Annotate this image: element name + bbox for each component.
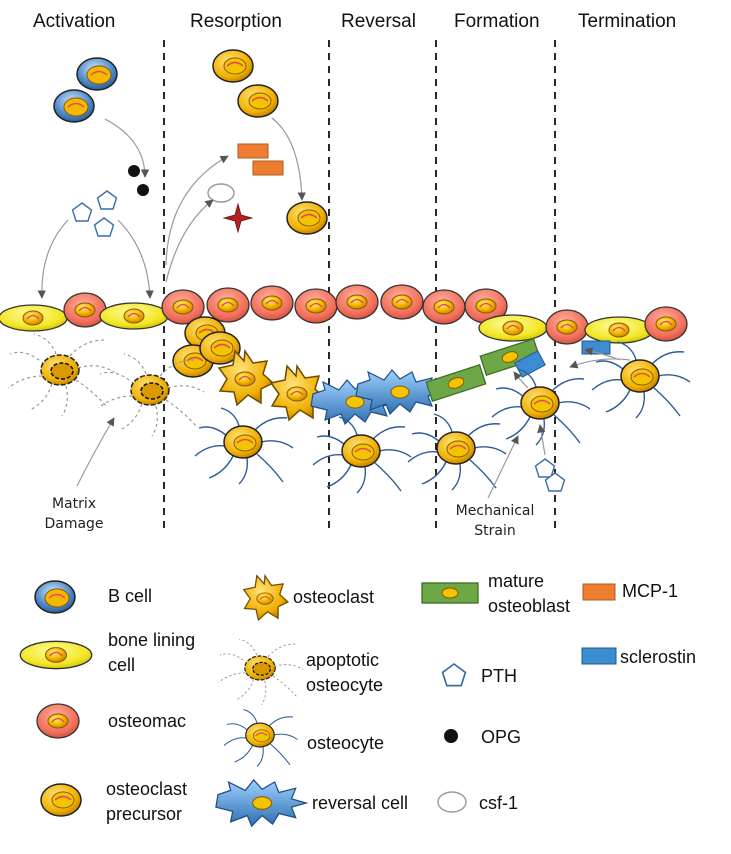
arrow <box>513 371 529 389</box>
arrow <box>117 219 154 299</box>
phase-title-activation: Activation <box>33 11 116 32</box>
legend-line: osteoclast <box>106 779 188 799</box>
opg-icon <box>128 165 140 177</box>
mcp1-icon <box>237 143 269 159</box>
legend-label-csf1: csf-1 <box>479 793 519 813</box>
phase-title-resorption: Resorption <box>190 11 282 32</box>
osteoclast-precursor-icon <box>237 84 279 118</box>
osteocyte-icon <box>312 416 412 494</box>
phase-title-formation: Formation <box>454 11 540 32</box>
pth-icon <box>93 217 115 237</box>
osteocyte-icon <box>194 407 294 485</box>
annotation-line: Damage <box>44 516 104 532</box>
phase-dividers <box>163 40 556 532</box>
osteoclast-precursor-icon <box>212 49 254 83</box>
bone-surface-layer <box>0 285 687 344</box>
arrow <box>165 155 229 266</box>
legend-label-pth: PTH <box>481 666 517 686</box>
star-icon <box>222 202 254 234</box>
apoptotic-osteocyte-icon <box>7 333 115 417</box>
phase-title-reversal: Reversal <box>341 11 416 32</box>
b-cell-icon <box>76 57 118 91</box>
pth-icon <box>71 202 93 222</box>
legend-label-osteoclast: osteoclast <box>293 587 375 607</box>
legend-label-apoptotic-osteocyte: apoptotic osteocyte <box>306 648 383 698</box>
annotation-matrix-damage: Matrix Damage <box>34 494 114 534</box>
legend-label-b-cell: B cell <box>108 586 153 606</box>
annotation-mechanical-strain: Mechanical Strain <box>440 501 550 541</box>
legend-line: mature <box>488 571 545 591</box>
pth-icon <box>534 458 556 478</box>
annotation-line: Strain <box>474 523 516 539</box>
b-cell-icon <box>53 89 95 123</box>
legend-line: osteocyte <box>306 675 384 695</box>
pth-icon <box>96 190 118 210</box>
arrow <box>37 219 69 299</box>
legend-label-osteoclast-precursor: osteoclast precursor <box>106 777 187 827</box>
legend-label-mcp1: MCP-1 <box>622 581 679 601</box>
arrow <box>271 117 306 201</box>
csf1-icon <box>207 183 235 203</box>
arrow <box>584 347 621 361</box>
annotation-line: Mechanical <box>455 503 535 519</box>
legend-label-osteocyte: osteocyte <box>307 733 385 753</box>
osteocyte-icon <box>407 413 507 491</box>
arrow <box>76 417 115 487</box>
osteoclast-precursor-icon <box>286 201 328 235</box>
arrow <box>487 435 519 499</box>
legend-line: cell <box>108 655 136 675</box>
mcp1-icon <box>252 160 284 176</box>
legend-label-reversal-cell: reversal cell <box>312 793 409 813</box>
arrow <box>569 358 631 369</box>
arrow <box>165 199 214 283</box>
opg-icon <box>137 184 149 196</box>
arrow <box>537 424 546 456</box>
legend-line: bone lining <box>108 630 196 650</box>
legend-label-osteomac: osteomac <box>108 711 187 731</box>
legend-line: apoptotic <box>306 650 380 670</box>
legend-line: precursor <box>106 804 183 824</box>
legend-label-mature-osteoblast: mature osteoblast <box>488 569 570 619</box>
legend-label-bone-lining-cell: bone lining cell <box>108 628 195 678</box>
phase-title-termination: Termination <box>578 11 677 32</box>
arrow <box>104 118 150 178</box>
legend-label-sclerostin: sclerostin <box>620 647 697 667</box>
annotation-line: Matrix <box>51 496 97 512</box>
legend-line: osteoblast <box>488 596 571 616</box>
legend-label-opg: OPG <box>481 727 522 747</box>
legend-icons <box>20 576 617 827</box>
